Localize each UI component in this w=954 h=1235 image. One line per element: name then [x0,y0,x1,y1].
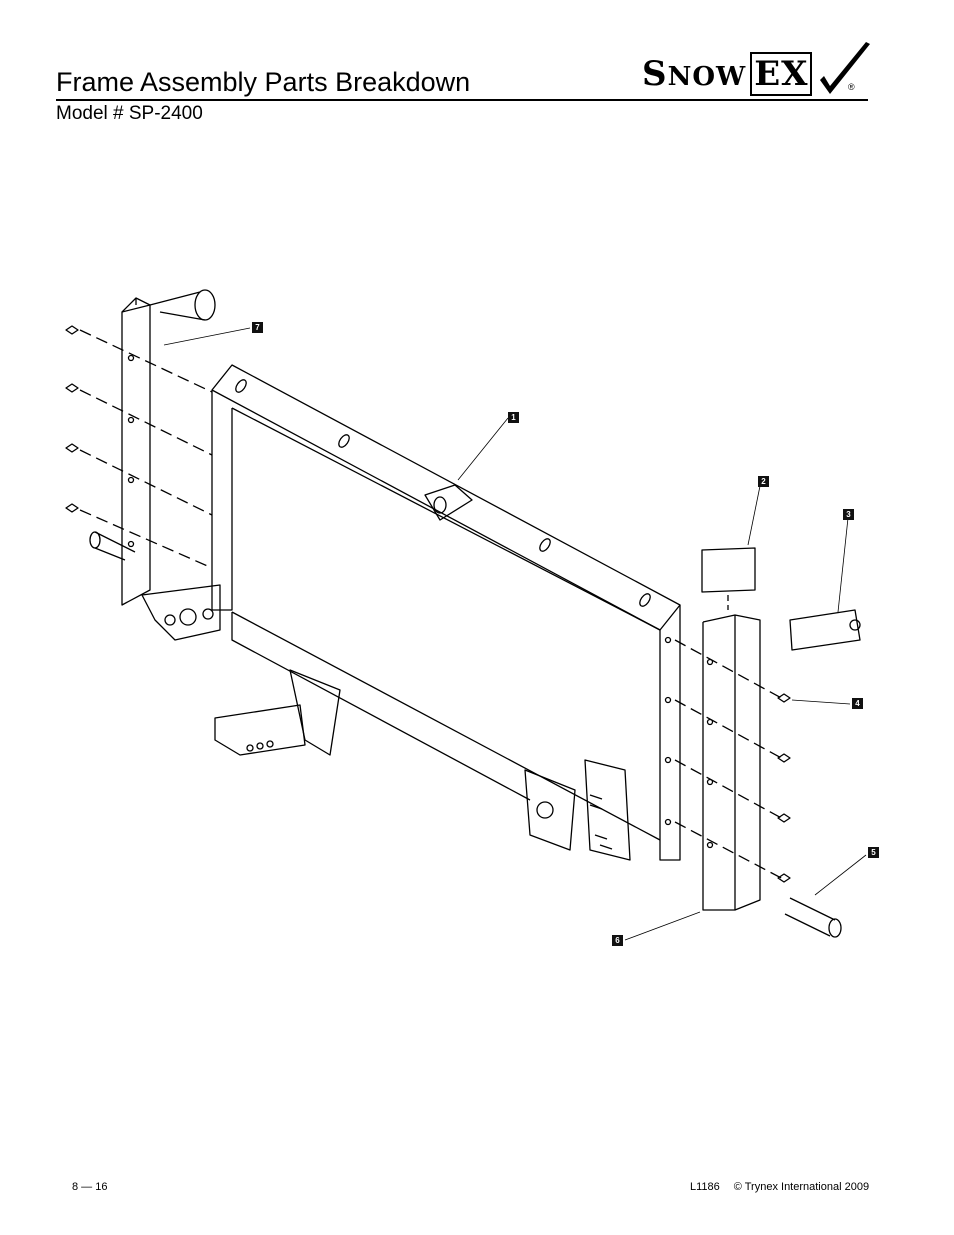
left-upright-bracket [121,289,216,606]
callout-1: 1 [508,412,519,423]
model-subtitle: Model # SP-2400 [56,103,203,124]
header-rule [56,99,868,101]
copyright: © Trynex International 2009 [733,1181,870,1193]
left-bolts [65,325,213,569]
main-frame [211,364,681,861]
plate-part-2 [701,547,756,593]
callout-2: 2 [758,476,769,487]
callout-4: 4 [852,698,863,709]
page-number: 8 — 16 [72,1181,108,1193]
registered-mark: ® [848,82,855,92]
doc-code: L1186 [690,1181,720,1193]
bar-part-3 [789,609,861,651]
right-mount-plate [524,759,631,861]
pin-part-5 [784,897,842,938]
callout-3: 3 [843,509,854,520]
footer-info: L1186 © Trynex International 2009 [690,1181,883,1193]
lower-hitch [214,669,341,756]
checkmark-icon [820,42,870,94]
left-mount-plate [141,584,221,641]
right-upright-bracket [664,614,761,911]
right-bolts [674,639,791,883]
callout-7: 7 [252,322,263,333]
callout-5: 5 [868,847,879,858]
left-pin [94,531,136,561]
page-title: Frame Assembly Parts Breakdown [56,67,471,97]
callout-6: 6 [612,935,623,946]
